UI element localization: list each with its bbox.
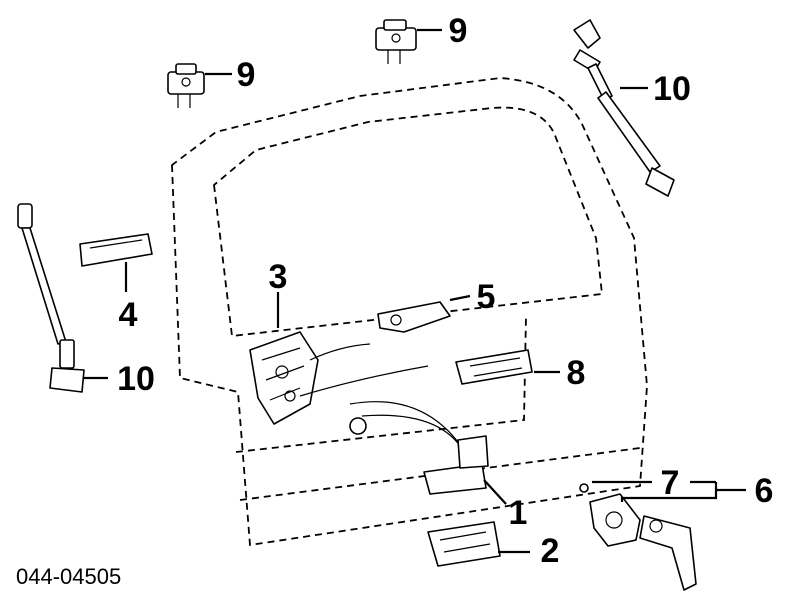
callout-labels: 1 2 3 4 5 6 7 8 9 9 10 10 [117,12,773,570]
callout-5: 5 [477,278,496,316]
part-6-7-lock-cylinder-keys [579,480,746,591]
part-5-actuator [377,294,471,333]
part-8-lock-motor [455,349,560,385]
callout-1: 1 [509,494,528,532]
part-2-striker [427,521,530,567]
part-10-gas-strut-left [17,203,108,393]
callout-2: 2 [541,532,560,570]
callout-9-left: 9 [237,56,256,94]
part-9-clip-top [375,19,442,64]
diagram-part-number: 044-04505 [16,564,121,589]
callout-10-right: 10 [653,70,691,108]
part-4-handle-cover [79,233,153,292]
part-1-latch-with-cable [349,401,507,505]
callout-3: 3 [269,258,288,296]
part-9-clip-left [167,63,232,108]
part-10-gas-strut-right [573,19,675,197]
callout-4: 4 [119,296,138,334]
callout-8: 8 [567,354,586,392]
callout-6: 6 [755,472,774,510]
callout-10-left: 10 [117,360,155,398]
part-3-latch-assembly [249,292,429,425]
callout-9-top: 9 [449,12,468,50]
callout-7: 7 [661,464,680,502]
back-door-outline [171,77,648,547]
